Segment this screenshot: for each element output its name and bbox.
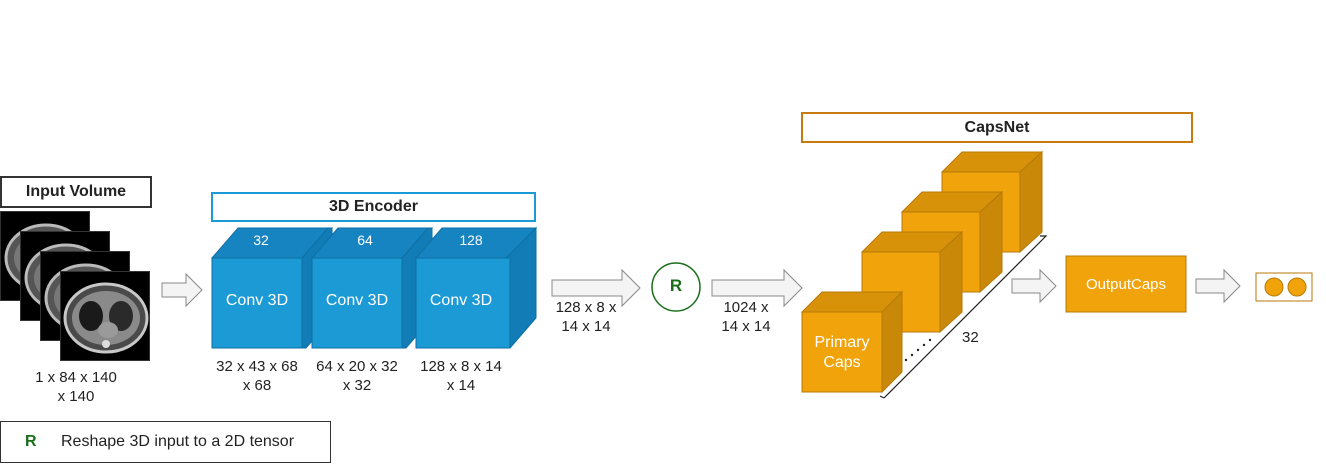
encoder-block-1-shape-line2: x 68 <box>242 377 272 394</box>
encoder-output-shape: 128 x 8 x 14 x 14 <box>540 298 632 336</box>
encoder-cube-3 <box>414 226 538 349</box>
encoder-output-line1: 128 x 8 x <box>555 299 617 316</box>
reshape-circle <box>651 262 701 312</box>
arrow-outputcaps-to-output <box>1195 268 1241 304</box>
encoder-block-3-shape-line2: x 14 <box>446 377 476 394</box>
arrow-caps-to-outputcaps <box>1011 268 1057 304</box>
encoder-block-1-shape: 32 x 43 x 68 x 68 <box>205 357 309 395</box>
capsnet-title: CapsNet <box>801 112 1193 143</box>
caps-count-label: 32 <box>962 329 979 346</box>
outputcaps-box <box>1065 255 1187 313</box>
encoder-block-2-shape-line1: 64 x 20 x 32 <box>316 358 398 375</box>
encoder-block-2-shape: 64 x 20 x 32 x 32 <box>305 357 409 395</box>
reshape-output-line1: 1024 x <box>723 299 769 316</box>
encoder-block-3-label: Conv 3D <box>429 292 493 309</box>
input-shape-caption: 1 x 84 x 140 x 140 <box>18 368 134 406</box>
caps-cube-1 <box>800 290 904 394</box>
ct-scan-slice-4 <box>60 271 150 361</box>
arrow-encoder-to-reshape <box>551 268 641 308</box>
input-volume-title: Input Volume <box>0 176 152 208</box>
arrow-input-to-encoder <box>161 272 203 308</box>
caps-ellipsis-dots <box>904 338 932 362</box>
encoder-block-2-shape-line2: x 32 <box>342 377 372 394</box>
output-node-1 <box>1264 277 1284 297</box>
reshape-output-shape: 1024 x 14 x 14 <box>706 298 786 336</box>
legend-box: R Reshape 3D input to a 2D tensor <box>0 421 331 463</box>
primary-caps-line1: Primary <box>814 334 870 351</box>
encoder-block-2-channels: 64 <box>357 232 373 248</box>
encoder-block-3-channels: 128 <box>459 232 483 248</box>
legend-symbol: R <box>25 433 37 450</box>
reshape-output-line2: 14 x 14 <box>721 318 771 335</box>
output-node-2 <box>1287 277 1307 297</box>
encoder-cube-2 <box>310 227 434 349</box>
encoder-block-3-shape-line1: 128 x 8 x 14 <box>420 358 502 375</box>
encoder-block-2-label: Conv 3D <box>325 292 389 309</box>
encoder-block-1-shape-line1: 32 x 43 x 68 <box>216 358 298 375</box>
encoder-title: 3D Encoder <box>211 192 536 222</box>
input-shape-line2: x 140 <box>57 388 95 405</box>
arrow-reshape-to-capsnet <box>711 268 803 308</box>
legend-text: Reshape 3D input to a 2D tensor <box>61 433 295 450</box>
input-shape-line1: 1 x 84 x 140 <box>35 369 117 386</box>
encoder-output-line2: 14 x 14 <box>561 318 611 335</box>
encoder-block-1-label: Conv 3D <box>225 292 289 309</box>
primary-caps-line2: Caps <box>823 354 861 371</box>
outputcaps-label: OutputCaps <box>1085 276 1167 293</box>
encoder-block-3-shape: 128 x 8 x 14 x 14 <box>409 357 513 395</box>
encoder-block-1-channels: 32 <box>253 232 269 248</box>
reshape-symbol: R <box>669 276 683 295</box>
caps-count-brace <box>883 235 1048 399</box>
primary-caps-label: Primary Caps <box>802 333 882 373</box>
